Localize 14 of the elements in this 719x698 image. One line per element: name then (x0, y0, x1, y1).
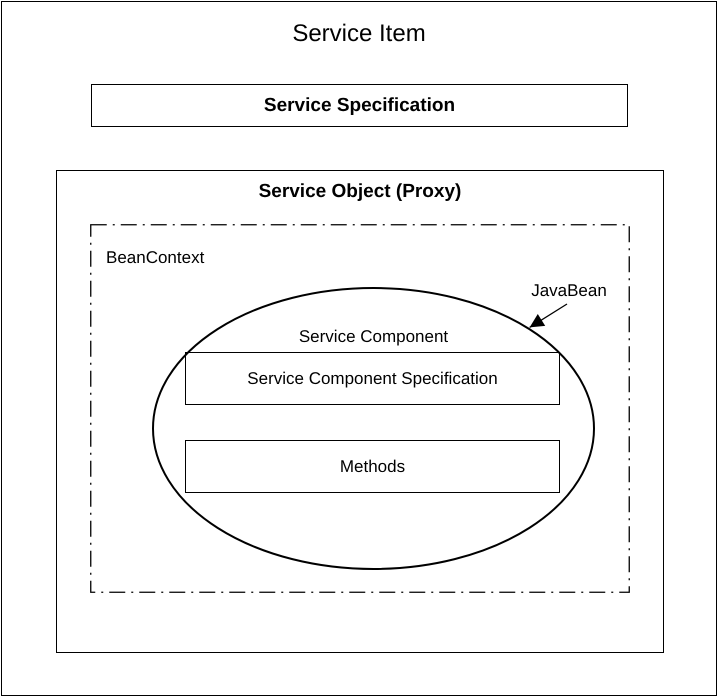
rectangle-box (91, 84, 628, 127)
node-label: Service Component Specification (247, 368, 498, 388)
rectangle-box (185, 440, 560, 493)
node-label: BeanContext (105, 247, 204, 268)
node-label: Service Component (298, 326, 448, 347)
rectangle-box (185, 352, 560, 405)
node-label: Service Specification (264, 94, 456, 116)
node-label: Service Item (292, 19, 426, 48)
rectangle-box (56, 170, 664, 653)
node-label: Methods (340, 456, 406, 476)
dash-dot-boundary (90, 224, 630, 593)
node-label: JavaBean (531, 281, 607, 301)
arrow (529, 303, 568, 328)
node-label: Service Object (Proxy) (258, 180, 462, 203)
